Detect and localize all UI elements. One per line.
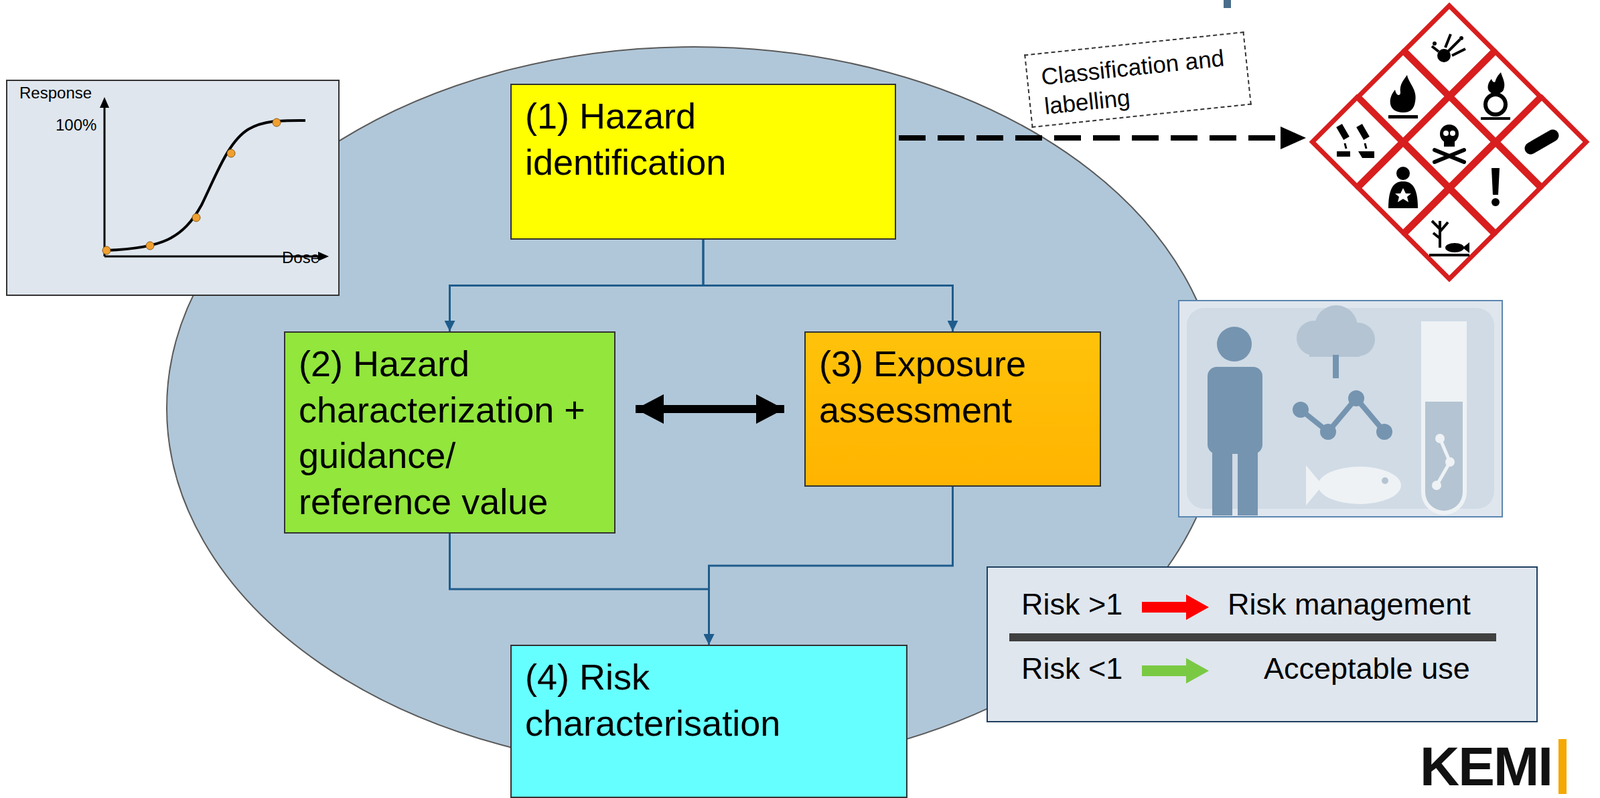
logo-text: KEMI [1419, 739, 1567, 795]
panel-text: Risk management [1227, 586, 1471, 623]
flow-connector [703, 239, 954, 332]
panel-text: Dose [281, 248, 320, 268]
process-box: (4) Risk characterisation [510, 644, 908, 798]
panel-text: Response [19, 83, 92, 104]
exposure-icons [1178, 300, 1503, 518]
double-arrow [635, 405, 785, 414]
box-text: (4) Risk characterisation [525, 654, 893, 747]
panel-text: Risk >1 [1021, 586, 1123, 623]
flow-connector [450, 239, 704, 332]
panel-text: Risk <1 [1021, 650, 1123, 688]
flow-connector [709, 486, 954, 645]
hazard-pictograms [1312, 6, 1587, 280]
process-box: (2) Hazard characterization + guidance/ … [283, 331, 616, 534]
edge-bar [1223, 0, 1231, 9]
process-box: Classification and labelling [1024, 31, 1252, 128]
process-box: (1) Hazard identification [510, 83, 897, 240]
chart-panel: Response 100% Dose [6, 79, 340, 297]
panel-text: 100% [55, 115, 97, 136]
panel-text: Acceptable use [1263, 650, 1471, 688]
box-text: (1) Hazard identification [525, 93, 882, 185]
classification-arrow [898, 126, 1306, 150]
box-text: Classification and labelling [1039, 42, 1237, 122]
box-text: (3) Exposure assessment [819, 340, 1087, 433]
risk-panel: Risk >1 Risk managementRisk <1 Acceptable … [986, 566, 1538, 723]
process-box: (3) Exposure assessment [804, 331, 1102, 487]
flow-connector [450, 533, 710, 645]
box-text: (2) Hazard characterization + guidance/ … [298, 340, 601, 525]
